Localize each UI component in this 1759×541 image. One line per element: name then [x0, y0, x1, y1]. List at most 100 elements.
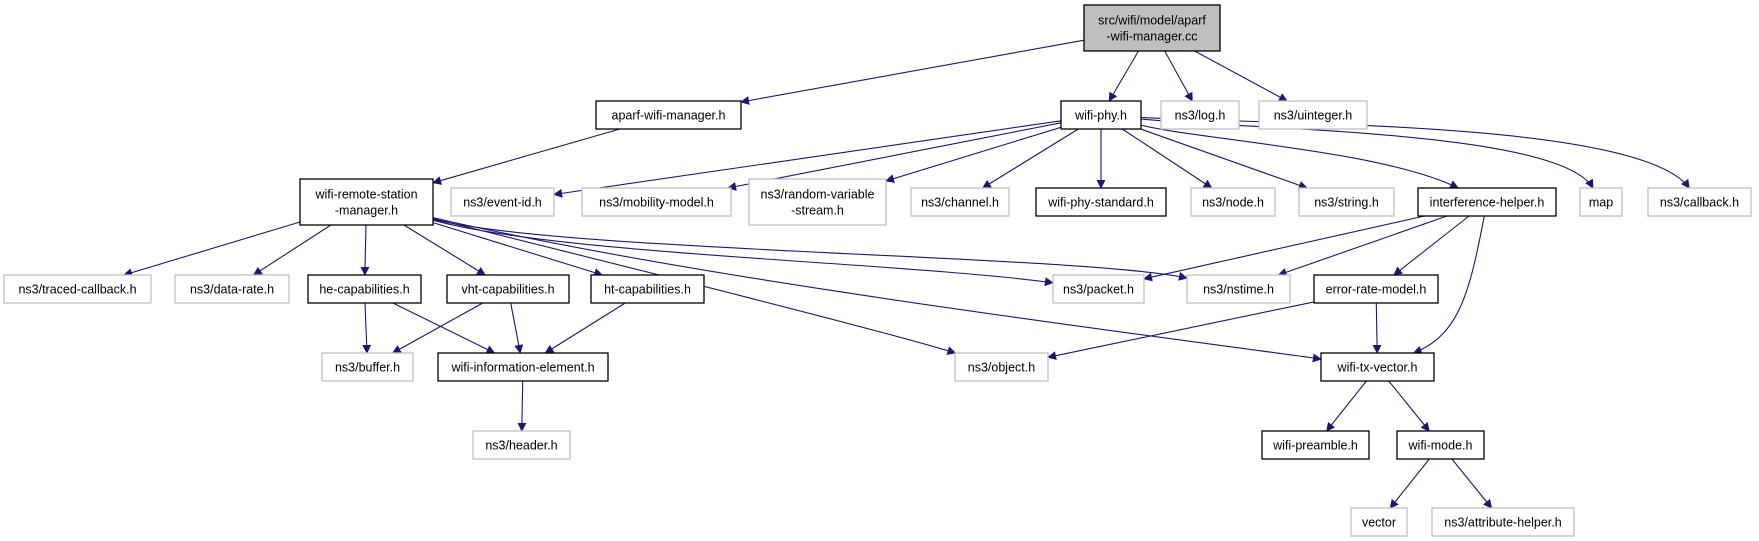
- node-label: ns3/object.h: [968, 361, 1035, 375]
- node-box: [1052, 274, 1145, 304]
- edge-ht-cap-to-wie: [544, 302, 626, 354]
- node-box: [910, 187, 1010, 217]
- node-node[interactable]: ns3/node.h: [1190, 187, 1276, 217]
- node-nstime[interactable]: ns3/nstime.h: [1186, 274, 1291, 304]
- node-label: ns3/random-variable: [761, 188, 875, 202]
- node-label: ns3/callback.h: [1660, 196, 1739, 210]
- node-object[interactable]: ns3/object.h: [954, 352, 1049, 382]
- node-box: [1579, 187, 1623, 217]
- node-label: -stream.h: [791, 204, 844, 218]
- edge-txvec-to-preamble: [1326, 380, 1367, 432]
- node-preamble[interactable]: wifi-preamble.h: [1261, 430, 1370, 460]
- node-data-rate[interactable]: ns3/data-rate.h: [174, 274, 290, 304]
- node-string[interactable]: ns3/string.h: [1298, 187, 1395, 217]
- node-label: vector: [1362, 516, 1396, 530]
- node-box: [581, 187, 732, 217]
- node-wifi-phy[interactable]: wifi-phy.h: [1060, 100, 1142, 130]
- edge-wrsm-to-object: [432, 217, 957, 355]
- node-box: [1396, 430, 1485, 460]
- edge-err-rate-to-object: [1047, 301, 1315, 361]
- node-box: [437, 352, 609, 382]
- node-box: [472, 430, 571, 460]
- node-header[interactable]: ns3/header.h: [472, 430, 571, 460]
- node-wie[interactable]: wifi-information-element.h: [437, 352, 609, 382]
- node-label: ns3/uinteger.h: [1274, 109, 1353, 123]
- edge-wie-to-header: [517, 380, 527, 432]
- node-box: [1298, 187, 1395, 217]
- edge-root-to-log: [1164, 50, 1193, 102]
- edge-vht-cap-to-wie: [510, 302, 524, 354]
- node-he-cap[interactable]: he-capabilities.h: [307, 274, 422, 304]
- edge-wifi-phy-to-node: [1121, 128, 1213, 189]
- node-traced-cb[interactable]: ns3/traced-callback.h: [3, 274, 152, 304]
- node-label: -wifi-manager.cc: [1107, 30, 1198, 44]
- edge-wifi-phy-to-rvs: [885, 126, 1062, 183]
- node-label: wifi-tx-vector.h: [1337, 361, 1418, 375]
- node-box: [446, 274, 570, 304]
- node-packet[interactable]: ns3/packet.h: [1052, 274, 1145, 304]
- node-uinteger[interactable]: ns3/uinteger.h: [1258, 100, 1368, 130]
- node-label: ns3/attribute-helper.h: [1444, 516, 1561, 530]
- node-label: error-rate-model.h: [1326, 283, 1427, 297]
- node-label: ns3/node.h: [1202, 196, 1264, 210]
- node-wrsm[interactable]: wifi-remote-station-manager.h: [299, 178, 434, 226]
- node-ht-cap[interactable]: ht-capabilities.h: [590, 274, 705, 304]
- node-mode[interactable]: wifi-mode.h: [1396, 430, 1485, 460]
- node-label: wifi-information-element.h: [450, 361, 594, 375]
- edge-wifi-phy-to-event-id: [553, 120, 1062, 198]
- node-rvs[interactable]: ns3/random-variable -stream.h: [748, 178, 887, 226]
- node-label: wifi-phy-standard.h: [1047, 196, 1154, 210]
- node-callback[interactable]: ns3/callback.h: [1647, 187, 1752, 217]
- node-box: [1160, 100, 1240, 130]
- node-label: ns3/channel.h: [921, 196, 999, 210]
- edge-wrsm-to-traced-cb: [123, 221, 301, 277]
- node-box: [1083, 4, 1221, 52]
- node-label: he-capabilities.h: [319, 283, 409, 297]
- node-box: [1186, 274, 1291, 304]
- node-box: [307, 274, 422, 304]
- node-label: vht-capabilities.h: [461, 283, 554, 297]
- node-box: [1261, 430, 1370, 460]
- node-box: [299, 178, 434, 226]
- node-buffer[interactable]: ns3/buffer.h: [321, 352, 414, 382]
- node-label: wifi-phy.h: [1074, 109, 1127, 123]
- node-txvec[interactable]: wifi-tx-vector.h: [1320, 352, 1435, 382]
- edge-mode-to-vector: [1389, 458, 1430, 509]
- node-label: -manager.h: [335, 204, 398, 218]
- node-box: [1035, 187, 1167, 217]
- edge-root-to-aparf-h: [740, 39, 1085, 105]
- node-attr-helper[interactable]: ns3/attribute-helper.h: [1431, 507, 1575, 537]
- edge-wifi-phy-to-channel: [981, 128, 1079, 189]
- node-label: wifi-preamble.h: [1272, 439, 1358, 453]
- edge-interf-to-nstime: [1277, 215, 1448, 277]
- node-channel[interactable]: ns3/channel.h: [910, 187, 1010, 217]
- edge-wrsm-to-data-rate: [252, 224, 332, 276]
- edge-wifi-phy-to-mobility: [727, 122, 1062, 191]
- node-label: ns3/data-rate.h: [190, 283, 274, 297]
- node-box: [450, 187, 555, 217]
- edge-interf-to-err-rate: [1393, 215, 1470, 276]
- node-interf[interactable]: interference-helper.h: [1417, 187, 1557, 217]
- edge-wifi-phy-to-interf: [1140, 124, 1460, 189]
- node-box: [321, 352, 414, 382]
- node-mobility[interactable]: ns3/mobility-model.h: [581, 187, 732, 217]
- node-map[interactable]: map: [1579, 187, 1623, 217]
- node-err-rate[interactable]: error-rate-model.h: [1313, 274, 1439, 304]
- node-vht-cap[interactable]: vht-capabilities.h: [446, 274, 570, 304]
- node-box: [174, 274, 290, 304]
- node-label: aparf-wifi-manager.h: [612, 109, 726, 123]
- node-box: [1417, 187, 1557, 217]
- node-event-id[interactable]: ns3/event-id.h: [450, 187, 555, 217]
- node-aparf-h[interactable]: aparf-wifi-manager.h: [595, 100, 742, 130]
- node-log[interactable]: ns3/log.h: [1160, 100, 1240, 130]
- node-label: ns3/traced-callback.h: [18, 283, 136, 297]
- edge-err-rate-to-txvec: [1372, 302, 1382, 354]
- node-vector[interactable]: vector: [1350, 507, 1408, 537]
- node-box: [3, 274, 152, 304]
- edge-wrsm-to-nstime: [432, 218, 1188, 281]
- edge-he-cap-to-buffer: [362, 302, 372, 354]
- node-box: [1313, 274, 1439, 304]
- node-phy-std[interactable]: wifi-phy-standard.h: [1035, 187, 1167, 217]
- node-label: map: [1589, 196, 1613, 210]
